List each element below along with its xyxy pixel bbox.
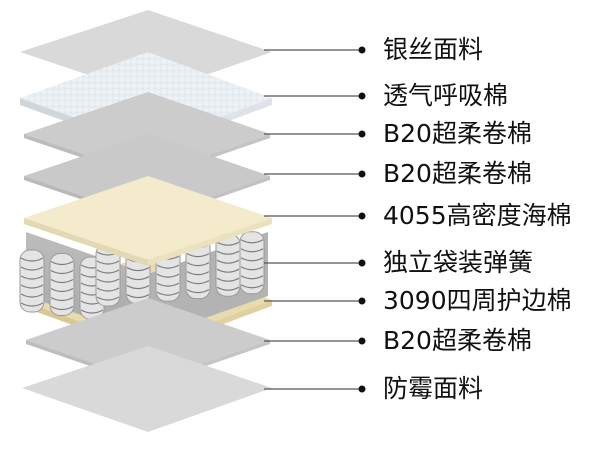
leader-dot — [358, 92, 366, 100]
leader-lines — [264, 46, 366, 393]
spring-coil — [95, 243, 121, 307]
spring-coil — [19, 249, 45, 313]
leader-dot — [358, 46, 366, 54]
label-silver-fabric: 银丝面料 — [383, 35, 484, 64]
leader-dot — [358, 130, 366, 138]
label-anti-mildew-fabric: 防霉面料 — [383, 374, 484, 403]
leader-dot — [358, 212, 366, 220]
spring-coil — [49, 253, 75, 316]
spring-coil — [215, 233, 241, 297]
label-soft-cotton-3: B20超柔卷棉 — [383, 326, 532, 355]
layer-anti-mildew-fabric — [22, 346, 272, 432]
label-pocket-springs: 独立袋装弹簧 — [383, 248, 534, 277]
label-edge-support: 3090四周护边棉 — [383, 286, 572, 315]
label-soft-cotton-1: B20超柔卷棉 — [383, 119, 532, 148]
leader-dot — [358, 337, 366, 345]
layer-high-density-foam — [24, 176, 272, 266]
spring-coil — [239, 231, 265, 295]
label-breathable-cotton: 透气呼吸棉 — [383, 81, 509, 110]
leader-dot — [358, 297, 366, 305]
leader-dot — [358, 385, 366, 393]
layer-silver-fabric — [20, 10, 272, 95]
label-soft-cotton-2: B20超柔卷棉 — [383, 159, 532, 188]
leader-dot — [358, 259, 366, 267]
label-high-density-foam: 4055高密度海棉 — [383, 201, 572, 230]
leader-dot — [358, 170, 366, 178]
